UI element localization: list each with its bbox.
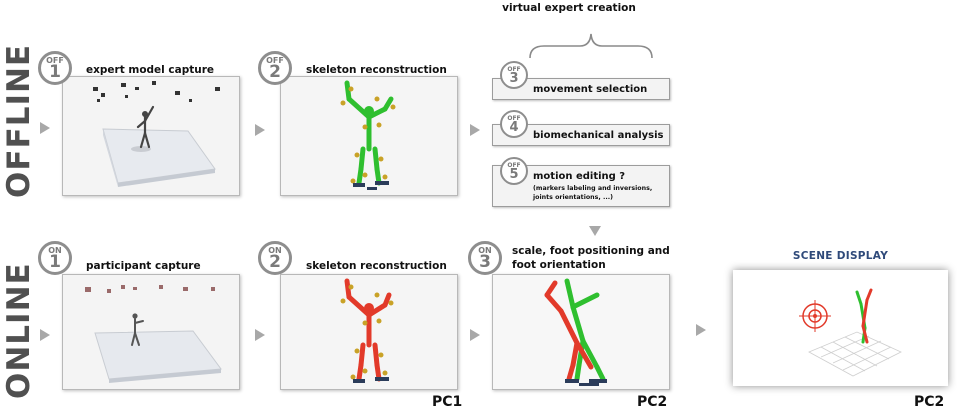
offline-step-4-badge: OFF 4	[500, 110, 528, 138]
movement-selection-box: movement selection	[492, 78, 670, 100]
online-step-3-title-line-1: scale, foot positioning and	[512, 245, 670, 257]
motion-editing-note-2: joints orientations, ...)	[533, 194, 614, 201]
participant-skeleton-illustration	[281, 275, 457, 389]
pc2-display-label: PC2	[914, 394, 945, 410]
offline-step-1-badge: OFF 1	[38, 51, 72, 85]
flow-arrow	[470, 329, 480, 341]
flow-arrow	[470, 124, 480, 136]
participant-skeleton-panel	[280, 274, 458, 390]
badge-tag: ON	[268, 245, 282, 255]
offline-row-label: OFFLINE	[1, 43, 37, 199]
online-step-3-badge: ON 3	[468, 241, 502, 275]
badge-number: 2	[269, 61, 281, 82]
brace-icon	[529, 33, 653, 59]
scene-display-title: SCENE DISPLAY	[792, 250, 889, 262]
badge-number: 2	[269, 251, 281, 272]
offline-step-3-badge: OFF 3	[500, 61, 528, 89]
online-step-2-badge: ON 2	[258, 241, 292, 275]
flow-arrow	[40, 329, 50, 341]
flow-arrow	[40, 122, 50, 134]
badge-number: 1	[49, 61, 61, 82]
flow-arrow	[255, 329, 265, 341]
badge-tag: OFF	[507, 65, 521, 73]
flow-arrow	[696, 324, 706, 336]
pc1-label: PC1	[432, 394, 463, 410]
scene-display-panel	[733, 270, 948, 386]
scale-foot-panel	[492, 274, 670, 390]
offline-step-5-badge: OFF 5	[500, 157, 528, 185]
badge-tag: OFF	[507, 114, 521, 122]
pc2-label: PC2	[637, 394, 668, 410]
expert-skeleton-illustration	[281, 77, 457, 195]
badge-tag: OFF	[507, 161, 521, 169]
offline-step-2-title: skeleton reconstruction	[306, 64, 447, 76]
target-icon	[799, 300, 831, 332]
badge-number: 3	[509, 70, 519, 86]
offline-step-2-badge: OFF 2	[258, 51, 292, 85]
badge-number: 4	[509, 119, 519, 135]
badge-tag: OFF	[266, 55, 284, 65]
overlay-skeleton-illustration	[493, 275, 669, 389]
expert-skeleton-panel	[280, 76, 458, 196]
participant-capture-illustration	[63, 275, 239, 389]
capture-scene-illustration	[63, 77, 239, 195]
scene-display-illustration	[733, 270, 948, 386]
online-step-1-title: participant capture	[86, 260, 201, 272]
online-step-2-title: skeleton reconstruction	[306, 260, 447, 272]
motion-editing-note-1: (markers labeling and inversions,	[533, 185, 653, 192]
offline-step-3-title: movement selection	[533, 84, 648, 95]
offline-step-4-title: biomechanical analysis	[533, 130, 664, 141]
badge-tag: ON	[478, 245, 492, 255]
participant-capture-panel	[62, 274, 240, 390]
badge-number: 3	[479, 251, 491, 272]
offline-step-5-title: motion editing ?	[533, 171, 626, 182]
badge-tag: ON	[48, 245, 62, 255]
badge-number: 1	[49, 251, 61, 272]
expert-capture-panel	[62, 76, 240, 196]
badge-number: 5	[509, 166, 519, 182]
biomechanical-analysis-box: biomechanical analysis	[492, 124, 670, 146]
flow-arrow	[255, 124, 265, 136]
offline-step-1-title: expert model capture	[86, 64, 215, 76]
online-step-1-badge: ON 1	[38, 241, 72, 275]
badge-tag: OFF	[46, 55, 64, 65]
flow-arrow-down	[589, 226, 601, 236]
online-step-3-title-line-2: foot orientation	[512, 259, 606, 271]
virtual-expert-creation-label: virtual expert creation	[502, 2, 636, 14]
online-row-label: ONLINE	[1, 262, 37, 400]
